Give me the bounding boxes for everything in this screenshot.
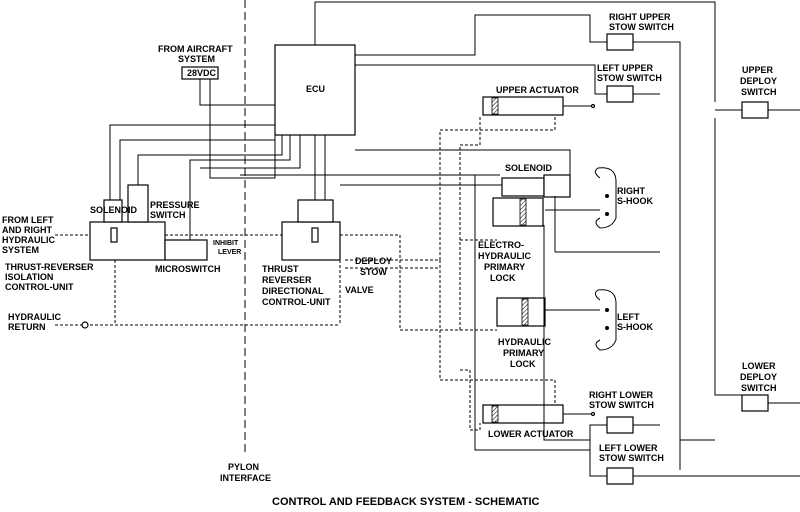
lower-actuator-hatch <box>491 405 499 423</box>
left-shook-label-2: S-HOOK <box>617 322 654 332</box>
from-left-label-3: HYDRAULIC <box>2 235 55 245</box>
system-label: SYSTEM <box>178 54 215 64</box>
pressure-switch-box <box>127 184 149 223</box>
directional-solenoid-box <box>297 199 334 223</box>
directional-label-2: REVERSER <box>262 275 312 285</box>
isolation-valve-mark <box>110 227 118 243</box>
right-shook-label-2: S-HOOK <box>617 196 654 206</box>
pressure-switch-label: SWITCH <box>150 210 186 220</box>
from-left-label-1: FROM LEFT <box>2 215 54 225</box>
hyd-primary-label-2: PRIMARY <box>503 348 544 358</box>
left-upper-label-1: LEFT UPPER <box>597 63 654 73</box>
lower-deploy-switch <box>741 394 769 412</box>
lower-deploy-label-3: SWITCH <box>741 383 777 393</box>
stow-label: STOW <box>360 267 387 277</box>
vdc-label: 28VDC <box>187 68 217 78</box>
right-upper-stow-switch <box>606 33 634 51</box>
lower-actuator-label: LOWER ACTUATOR <box>488 429 574 439</box>
electro-lock-box <box>492 197 544 227</box>
from-left-label-4: SYSTEM <box>2 245 39 255</box>
directional-label-4: CONTROL-UNIT <box>262 297 331 307</box>
pylon-label-2: INTERFACE <box>220 473 271 483</box>
right-lower-stow-switch <box>606 416 634 434</box>
upper-deploy-label-1: UPPER <box>742 65 774 75</box>
hyd-lock-hatch <box>521 298 529 326</box>
left-s-hook <box>594 289 617 351</box>
directional-valve-mark <box>311 227 319 243</box>
pressure-label: PRESSURE <box>150 200 200 210</box>
lever-label: LEVER <box>218 249 241 256</box>
electro-label-1: ELECTRO- <box>478 240 524 250</box>
solenoid-right-label: SOLENOID <box>505 163 553 173</box>
right-s-hook <box>594 167 617 229</box>
upper-deploy-label-3: SWITCH <box>741 87 777 97</box>
electro-lock-hatch <box>519 198 527 226</box>
solenoid-left-label: SOLENOID <box>90 205 138 215</box>
valve-label: VALVE <box>345 285 374 295</box>
microswitch-label: MICROSWITCH <box>155 264 221 274</box>
electro-label-4: LOCK <box>490 273 516 283</box>
directional-label-1: THRUST <box>262 264 299 274</box>
electro-label-2: HYDRAULIC <box>478 251 531 261</box>
isolation-unit-box <box>89 221 166 261</box>
from-left-label-2: AND RIGHT <box>2 225 52 235</box>
lower-deploy-label-2: DEPLOY <box>740 372 777 382</box>
right-lower-label-2: STOW SWITCH <box>589 400 654 410</box>
diagram-title: CONTROL AND FEEDBACK SYSTEM - SCHEMATIC <box>272 496 540 508</box>
hyd-primary-label-1: HYDRAULIC <box>498 337 551 347</box>
hydraulic-return-label-1: HYDRAULIC <box>8 312 61 322</box>
solenoid-switch-box <box>543 174 571 198</box>
from-aircraft-label: FROM AIRCRAFT <box>158 44 233 54</box>
right-shook-label-1: RIGHT <box>617 186 646 196</box>
directional-label-3: DIRECTIONAL <box>262 286 324 296</box>
hyd-lock-box <box>496 297 546 327</box>
left-lower-label-1: LEFT LOWER <box>599 443 658 453</box>
left-lower-label-2: STOW SWITCH <box>599 453 664 463</box>
left-shook-label-1: LEFT <box>617 312 640 322</box>
directional-unit-box <box>281 221 341 261</box>
left-lower-stow-switch <box>606 467 634 485</box>
right-upper-label-1: RIGHT UPPER <box>609 12 671 22</box>
wiring <box>109 1 800 477</box>
ecu-label: ECU <box>306 84 325 94</box>
isolation-label-3: CONTROL-UNIT <box>5 282 74 292</box>
solenoid-right-box <box>501 177 545 197</box>
upper-actuator-hatch <box>491 97 499 115</box>
isolation-label-2: ISOLATION <box>5 272 53 282</box>
lower-deploy-label-1: LOWER <box>742 361 776 371</box>
inhibit-label: INHIBIT <box>213 240 239 247</box>
upper-actuator-label: UPPER ACTUATOR <box>496 85 579 95</box>
pylon-label-1: PYLON <box>228 462 259 472</box>
isolation-solenoid-box <box>103 199 123 223</box>
hyd-primary-label-3: LOCK <box>510 359 536 369</box>
deploy-label: DEPLOY <box>355 256 392 266</box>
left-upper-label-2: STOW SWITCH <box>597 73 662 83</box>
right-lower-label-1: RIGHT LOWER <box>589 390 653 400</box>
return-check <box>81 321 89 329</box>
hydraulic-lines <box>55 115 556 431</box>
microswitch-box <box>164 239 208 261</box>
upper-deploy-switch <box>741 101 769 119</box>
electro-label-3: PRIMARY <box>484 262 525 272</box>
upper-deploy-label-2: DEPLOY <box>740 76 777 86</box>
left-upper-stow-switch <box>606 85 634 103</box>
right-upper-label-2: STOW SWITCH <box>609 22 674 32</box>
hydraulic-return-label-2: RETURN <box>8 322 46 332</box>
isolation-label-1: THRUST-REVERSER <box>5 262 94 272</box>
